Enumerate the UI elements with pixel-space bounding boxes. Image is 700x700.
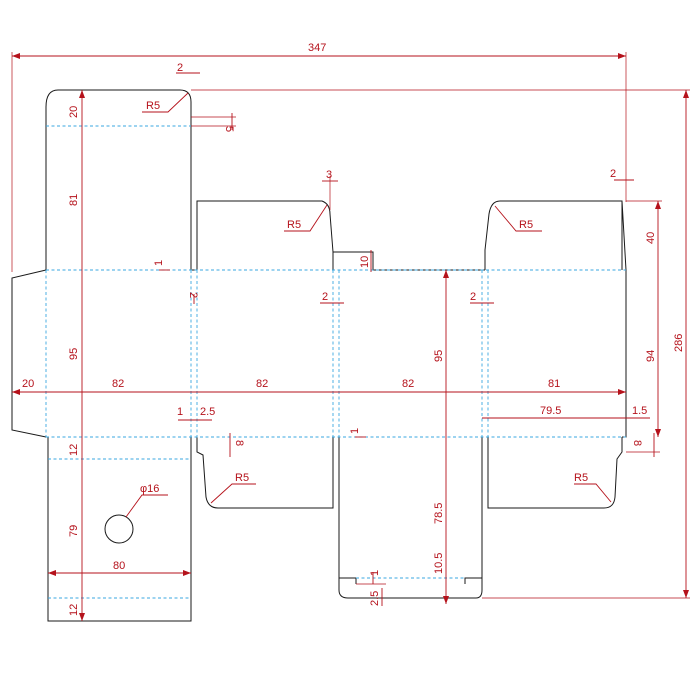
label-panel2-width: 82 — [256, 378, 268, 390]
label-panel-height-right: 94 — [645, 350, 657, 362]
label-bottom-tuck-top: 12 — [68, 444, 80, 456]
left-bottom-dust-flap-outline — [196, 437, 334, 509]
arrow-ticks — [12, 53, 689, 621]
label-small-1-mid: 1 — [349, 428, 361, 434]
label-r-top-right: R5 — [519, 219, 533, 231]
label-panel4-width: 81 — [548, 378, 560, 390]
label-gap-2-mid-b: 2 — [470, 291, 476, 303]
label-bottom-center-tuck: 10.5 — [433, 553, 445, 574]
leader-r-top-right — [494, 205, 542, 232]
label-panel-height-left: 95 — [68, 348, 80, 360]
hole-circle — [104, 514, 134, 544]
label-r-bottom-left: R5 — [235, 472, 249, 484]
label-gap-5: 5 — [223, 126, 235, 132]
label-panel3-width: 82 — [402, 378, 414, 390]
label-hole-diameter: φ16 — [140, 483, 159, 495]
glue-flap-outline — [11, 269, 47, 438]
label-overall-height: 286 — [673, 334, 685, 352]
body-right-edge — [621, 200, 627, 438]
leader-hole — [125, 494, 168, 518]
label-top-flap-left: 81 — [68, 194, 80, 206]
label-small-1-bottom: 1 — [369, 570, 381, 576]
label-r-top-mid: R5 — [287, 219, 301, 231]
label-gap-2-top-left: 2 — [177, 62, 183, 74]
center-bottom-notch-right — [464, 577, 482, 584]
left-top-flap-outline — [45, 89, 192, 270]
label-dust-flap-8-right: 8 — [631, 440, 643, 446]
middle-top-flap-outline — [196, 200, 334, 270]
cut-lines — [11, 89, 627, 622]
label-inset-1: 1 — [177, 406, 183, 418]
leader-r-top-mid — [284, 204, 328, 232]
label-dust-flap-10: 10 — [359, 256, 371, 268]
label-glue-width: 20 — [22, 378, 34, 390]
right-bottom-dust-flap-outline — [487, 437, 623, 509]
middle-top-flap-slot — [333, 251, 374, 270]
dimension-labels: 347 286 20 81 95 12 79 12 20 82 82 82 81… — [22, 42, 685, 616]
right-top-flap-outline — [484, 200, 623, 270]
label-overall-width: 347 — [308, 42, 326, 54]
label-panel-height-center: 95 — [433, 350, 445, 362]
label-gap-3: 3 — [326, 169, 332, 181]
fold-lines — [45, 125, 626, 599]
label-inset-79-5: 79.5 — [540, 405, 561, 417]
leader-r-bottom-right — [574, 483, 612, 503]
label-dust-flap-8-left: 8 — [233, 440, 245, 446]
label-bottom-center-flap: 78.5 — [433, 503, 445, 524]
label-bottom-tuck-bottom: 12 — [68, 604, 80, 616]
label-r-bottom-right: R5 — [574, 472, 588, 484]
label-small-2-left: 2 — [187, 292, 199, 298]
label-small-1-left: 1 — [153, 260, 165, 266]
center-bottom-flap-outline — [338, 437, 483, 599]
leader-r-top-left — [142, 92, 189, 113]
label-r-top-left: R5 — [146, 100, 160, 112]
label-inset-1-5: 1.5 — [632, 405, 647, 417]
label-top-flap-tuck: 20 — [68, 106, 80, 118]
label-gap-2-mid-a: 2 — [322, 291, 328, 303]
dimension-lines — [11, 52, 690, 621]
center-bottom-notch-left — [339, 577, 357, 584]
label-bottom-center-notch: 2.5 — [369, 591, 381, 606]
label-bottom-flap-left: 79 — [68, 525, 80, 537]
leader-r-bottom-left — [210, 483, 256, 504]
label-panel1-width: 82 — [112, 378, 124, 390]
label-gap-2-top-right: 2 — [610, 168, 616, 180]
label-bottom-flap-width: 80 — [113, 560, 125, 572]
label-top-flap-right: 40 — [645, 232, 657, 244]
label-inset-2-5: 2.5 — [200, 406, 215, 418]
